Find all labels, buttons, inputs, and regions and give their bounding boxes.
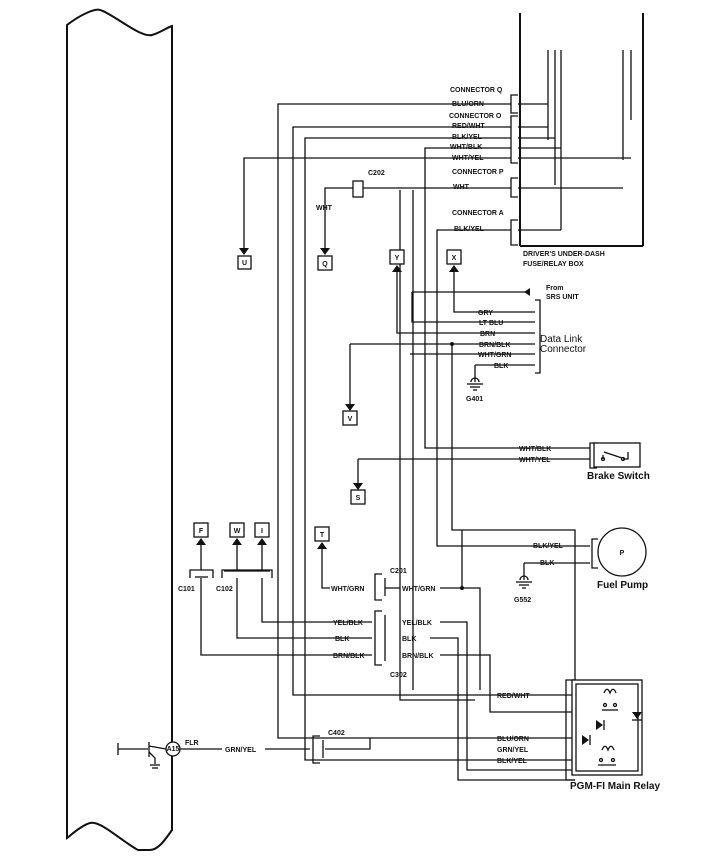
ecm-pin-a15: A15 xyxy=(165,741,181,757)
main-relay-label: PGM-FI Main Relay xyxy=(570,781,660,792)
wire-label: YEL/BLK xyxy=(402,620,432,627)
connector-o-label: CONNECTOR O xyxy=(449,113,502,120)
svg-text:X: X xyxy=(452,255,457,262)
srs-label: From xyxy=(546,285,564,292)
srs-label: SRS UNIT xyxy=(546,294,579,301)
ref-box-q[interactable]: Q xyxy=(317,255,333,271)
c202-label: C202 xyxy=(368,170,385,177)
wire-label: WHT/BLK xyxy=(519,446,551,453)
c302-label: C302 xyxy=(390,672,407,679)
svg-text:T: T xyxy=(320,532,325,539)
svg-text:Y: Y xyxy=(395,255,400,262)
svg-text:F: F xyxy=(199,528,204,535)
ref-box-f[interactable]: F xyxy=(193,522,209,538)
svg-text:W: W xyxy=(234,528,241,535)
c102-connector xyxy=(221,569,273,578)
fuel-pump-label: Fuel Pump xyxy=(597,580,648,591)
connector-q-label: CONNECTOR Q xyxy=(450,87,503,94)
c202-connector xyxy=(352,180,364,198)
wire-label: BLK xyxy=(335,636,349,643)
svg-text:A15: A15 xyxy=(167,746,180,753)
ref-box-y[interactable]: Y xyxy=(389,249,405,265)
c302-connector xyxy=(374,610,386,666)
wire-label: WHT/GRN xyxy=(331,586,364,593)
connector-a-label: CONNECTOR A xyxy=(452,210,504,217)
c101-label: C101 xyxy=(178,586,195,593)
svg-text:I: I xyxy=(261,528,263,535)
c102-label: C102 xyxy=(216,586,233,593)
wire-label: BLK xyxy=(540,560,554,567)
c402-connector xyxy=(312,735,324,764)
c202-wire-label: WHT xyxy=(316,205,333,212)
ref-box-u[interactable]: U xyxy=(237,255,252,270)
transistor-icon xyxy=(117,742,167,769)
wire-label: BLK xyxy=(494,363,508,370)
wire-label: GRY xyxy=(478,310,493,317)
ref-box-w[interactable]: W xyxy=(229,522,245,538)
fuse-box-label: FUSE/RELAY BOX xyxy=(523,261,584,268)
wire-label: RED/WHT xyxy=(497,693,530,700)
ref-box-i[interactable]: I xyxy=(254,522,270,538)
svg-text:U: U xyxy=(242,260,247,267)
wire-label: BLK/YEL xyxy=(497,758,528,765)
wires xyxy=(239,103,631,761)
g552-label: G552 xyxy=(514,597,531,604)
fuse-box-label: DRIVER'S UNDER-DASH xyxy=(523,251,605,258)
data-link-wires xyxy=(345,272,576,700)
wire-label: WHT/GRN xyxy=(478,352,511,359)
svg-text:S: S xyxy=(356,495,361,502)
c201-label: C201 xyxy=(390,568,407,575)
c201-connector xyxy=(374,573,386,601)
wire-label: BLK/YEL xyxy=(533,543,564,550)
data-link-label: Connector xyxy=(540,344,587,355)
svg-text:P: P xyxy=(620,550,625,557)
ecm-outline xyxy=(66,8,173,851)
wire-label: BRN/BLK xyxy=(402,653,434,660)
ground-g401 xyxy=(467,377,483,391)
ref-box-x[interactable]: X xyxy=(446,249,462,265)
main-relay xyxy=(565,679,643,781)
connector-p-label: CONNECTOR P xyxy=(452,169,504,176)
wire-label: GRN/YEL xyxy=(497,747,529,754)
svg-text:Q: Q xyxy=(322,261,328,268)
wire-label: BRN xyxy=(480,331,495,338)
fuse-box-outline xyxy=(519,13,644,247)
ref-box-s[interactable]: S xyxy=(350,489,366,505)
wire-label: LT BLU xyxy=(479,320,503,327)
wire-label: WHT/GRN xyxy=(402,586,435,593)
fuel-pump: P xyxy=(591,527,647,577)
c101-connector xyxy=(189,569,214,578)
wire-label: BLK xyxy=(402,636,416,643)
ground-g552 xyxy=(516,575,532,589)
ref-box-v[interactable]: V xyxy=(342,410,358,426)
data-link-label: Data Link xyxy=(540,334,583,345)
ref-box-t[interactable]: T xyxy=(314,526,330,542)
wire-label: WHT/YEL xyxy=(519,457,551,464)
wire-label: GRN/YEL xyxy=(225,747,257,754)
wire-label: YEL/BLK xyxy=(333,620,363,627)
c402-label: C402 xyxy=(328,730,345,737)
wire-label: BLU/ORN xyxy=(497,736,529,743)
pin-name-label: FLR xyxy=(185,740,199,747)
g401-label: G401 xyxy=(466,396,483,403)
wire-label: BRN/BLK xyxy=(479,342,511,349)
brake-switch-label: Brake Switch xyxy=(587,471,650,482)
svg-text:V: V xyxy=(348,416,353,423)
fuse-connectors xyxy=(510,94,518,246)
wire-label: BRN/BLK xyxy=(333,653,365,660)
brake-switch xyxy=(589,442,641,469)
